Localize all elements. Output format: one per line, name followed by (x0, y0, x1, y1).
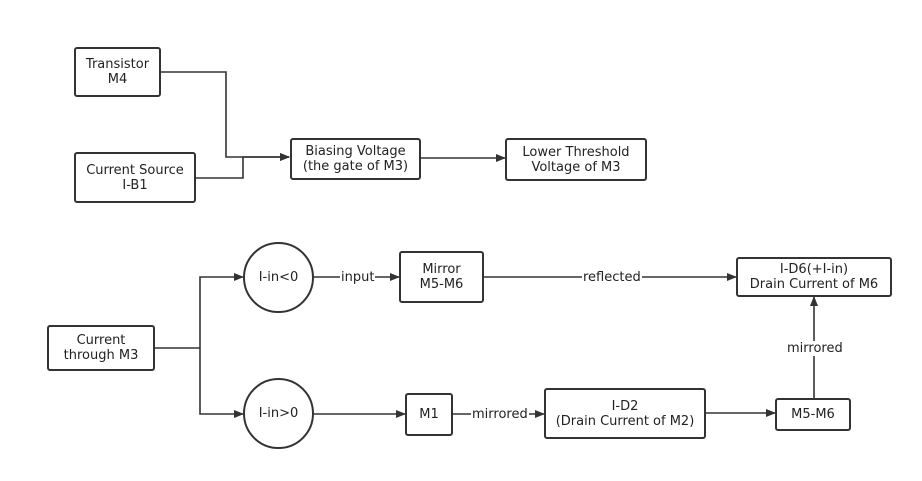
node-m5m6: M5-M6 (775, 398, 851, 431)
node-m1-label: M1 (419, 407, 439, 422)
node-transistor-m4-line2: M4 (107, 72, 128, 87)
edge-m3-to-iin-pos (199, 348, 244, 418)
node-current-source-ib1-line2: I-B1 (122, 177, 148, 193)
node-biasing-voltage: Biasing Voltage (the gate of M3) (290, 138, 421, 180)
node-current-through-m3-line1: Current (76, 333, 126, 348)
edge-m4-to-biasing (160, 71, 290, 161)
node-id6-line1: I-D6(+I-in) (779, 262, 849, 277)
node-lower-threshold-line1: Lower Threshold (522, 144, 630, 160)
edge-label-reflected: reflected (582, 270, 642, 285)
node-mirror-m5m6-line2: M5-M6 (419, 277, 464, 292)
node-id6-line2: Drain Current of M6 (749, 277, 879, 292)
node-id6-drain-current: I-D6(+I-in) Drain Current of M6 (736, 257, 892, 297)
node-id2-drain-current: I-D2 (Drain Current of M2) (544, 388, 706, 439)
node-m5m6-label: M5-M6 (791, 407, 835, 422)
node-mirror-m5m6-line1: Mirror (422, 262, 461, 277)
node-mirror-m5m6: Mirror M5-M6 (399, 251, 484, 303)
node-current-source-ib1-line1: Current Source (86, 162, 184, 178)
node-iin-positive: I-in>0 (243, 378, 314, 449)
node-biasing-voltage-line2: (the gate of M3) (302, 159, 409, 174)
edge-label-mirrored-up: mirrored (786, 341, 844, 356)
edge-label-input: input (340, 270, 376, 285)
node-m1: M1 (405, 393, 453, 436)
node-id2-line2: (Drain Current of M2) (555, 413, 695, 429)
edge-ib1-to-biasing (195, 153, 290, 179)
node-current-through-m3-line2: through M3 (63, 348, 139, 363)
node-biasing-voltage-line1: Biasing Voltage (305, 144, 406, 159)
edge-m3-to-iin-neg (199, 273, 244, 348)
node-iin-positive-label: I-in>0 (258, 406, 299, 421)
node-iin-negative: I-in<0 (243, 242, 314, 313)
node-iin-negative-label: I-in<0 (258, 270, 299, 285)
node-current-through-m3: Current through M3 (47, 325, 155, 371)
node-lower-threshold-line2: Voltage of M3 (531, 159, 621, 175)
node-id2-line1: I-D2 (611, 398, 639, 414)
edge-label-mirrored-m1: mirrored (471, 407, 529, 422)
node-lower-threshold: Lower Threshold Voltage of M3 (505, 138, 647, 181)
node-transistor-m4-line1: Transistor (85, 57, 150, 72)
node-current-source-ib1: Current Source I-B1 (74, 152, 196, 203)
node-transistor-m4: Transistor M4 (74, 47, 161, 97)
